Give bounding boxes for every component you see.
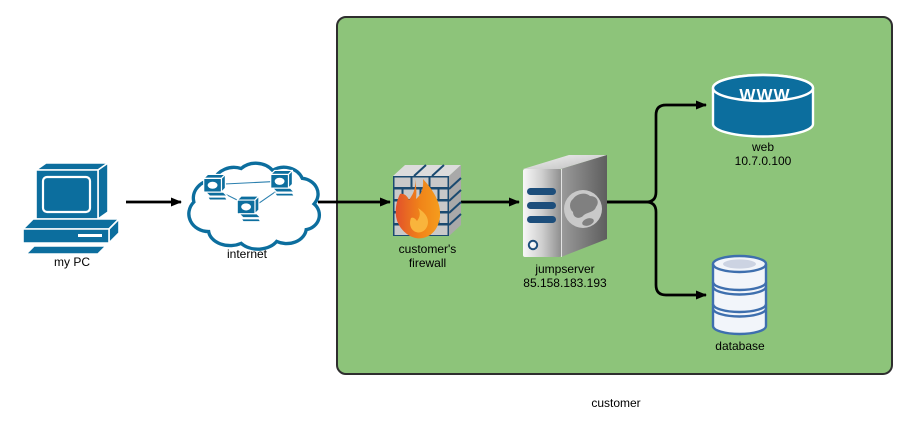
web-ip: 10.7.0.100: [734, 154, 792, 168]
tower-server-globe-icon: [523, 155, 607, 257]
internet-label: internet: [226, 247, 268, 261]
database-node: [711, 254, 769, 338]
server-stripes: [527, 188, 556, 223]
jumpserver-ip: 85.158.183.193: [523, 276, 607, 290]
jumpserver-label: jumpserver 85.158.183.193: [514, 262, 616, 290]
connector-jumpserver-web: [607, 100, 707, 204]
firewall-label-line2: firewall: [408, 256, 447, 270]
firewall-label: customer's firewall: [375, 242, 480, 270]
globe-icon: [564, 190, 602, 228]
firewall-label-line1: customer's: [398, 242, 457, 256]
www-cylinder-icon: WWW: [711, 73, 815, 138]
customer-zone-label: customer: [591, 396, 641, 410]
web-node: WWW: [711, 73, 815, 138]
cloud-icon: [187, 161, 322, 251]
database-label: database: [715, 339, 765, 353]
www-badge: WWW: [739, 86, 790, 105]
firewall-node: [390, 160, 462, 244]
flame-icon: [395, 176, 441, 239]
desktop-computer-icon: [22, 162, 120, 255]
brick-wall-flame-icon: [393, 164, 462, 239]
jumpserver-name: jumpserver: [535, 262, 595, 276]
web-name: web: [751, 140, 774, 154]
internet-node: [184, 150, 322, 254]
web-label: web 10.7.0.100: [712, 140, 814, 168]
database-cylinder-icon: [711, 254, 768, 336]
jumpserver-node: [521, 151, 609, 261]
connector-jumpserver-database: [607, 200, 707, 300]
pc-label: my PC: [54, 255, 90, 269]
pc-node: [22, 162, 122, 255]
